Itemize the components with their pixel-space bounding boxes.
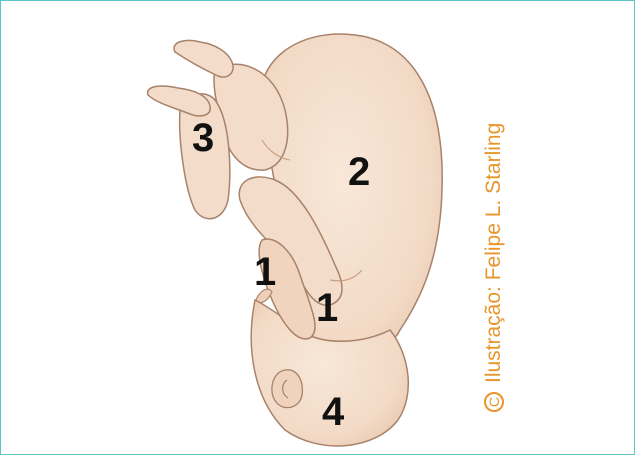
lower-foot-shape bbox=[148, 86, 211, 116]
upper-foot-shape bbox=[174, 40, 233, 77]
label-head-4: 4 bbox=[322, 392, 344, 432]
illustration-credit: C Ilustração: Felipe L. Starling bbox=[482, 123, 506, 412]
credit-text: Ilustração: Felipe L. Starling bbox=[482, 123, 506, 383]
label-arm-1a: 1 bbox=[254, 252, 276, 292]
label-arm-1b: 1 bbox=[316, 288, 338, 328]
label-trunk-2: 2 bbox=[348, 152, 370, 192]
copyright-icon: C bbox=[484, 392, 504, 412]
ear-shape bbox=[272, 370, 302, 408]
label-legs-3: 3 bbox=[192, 118, 214, 158]
